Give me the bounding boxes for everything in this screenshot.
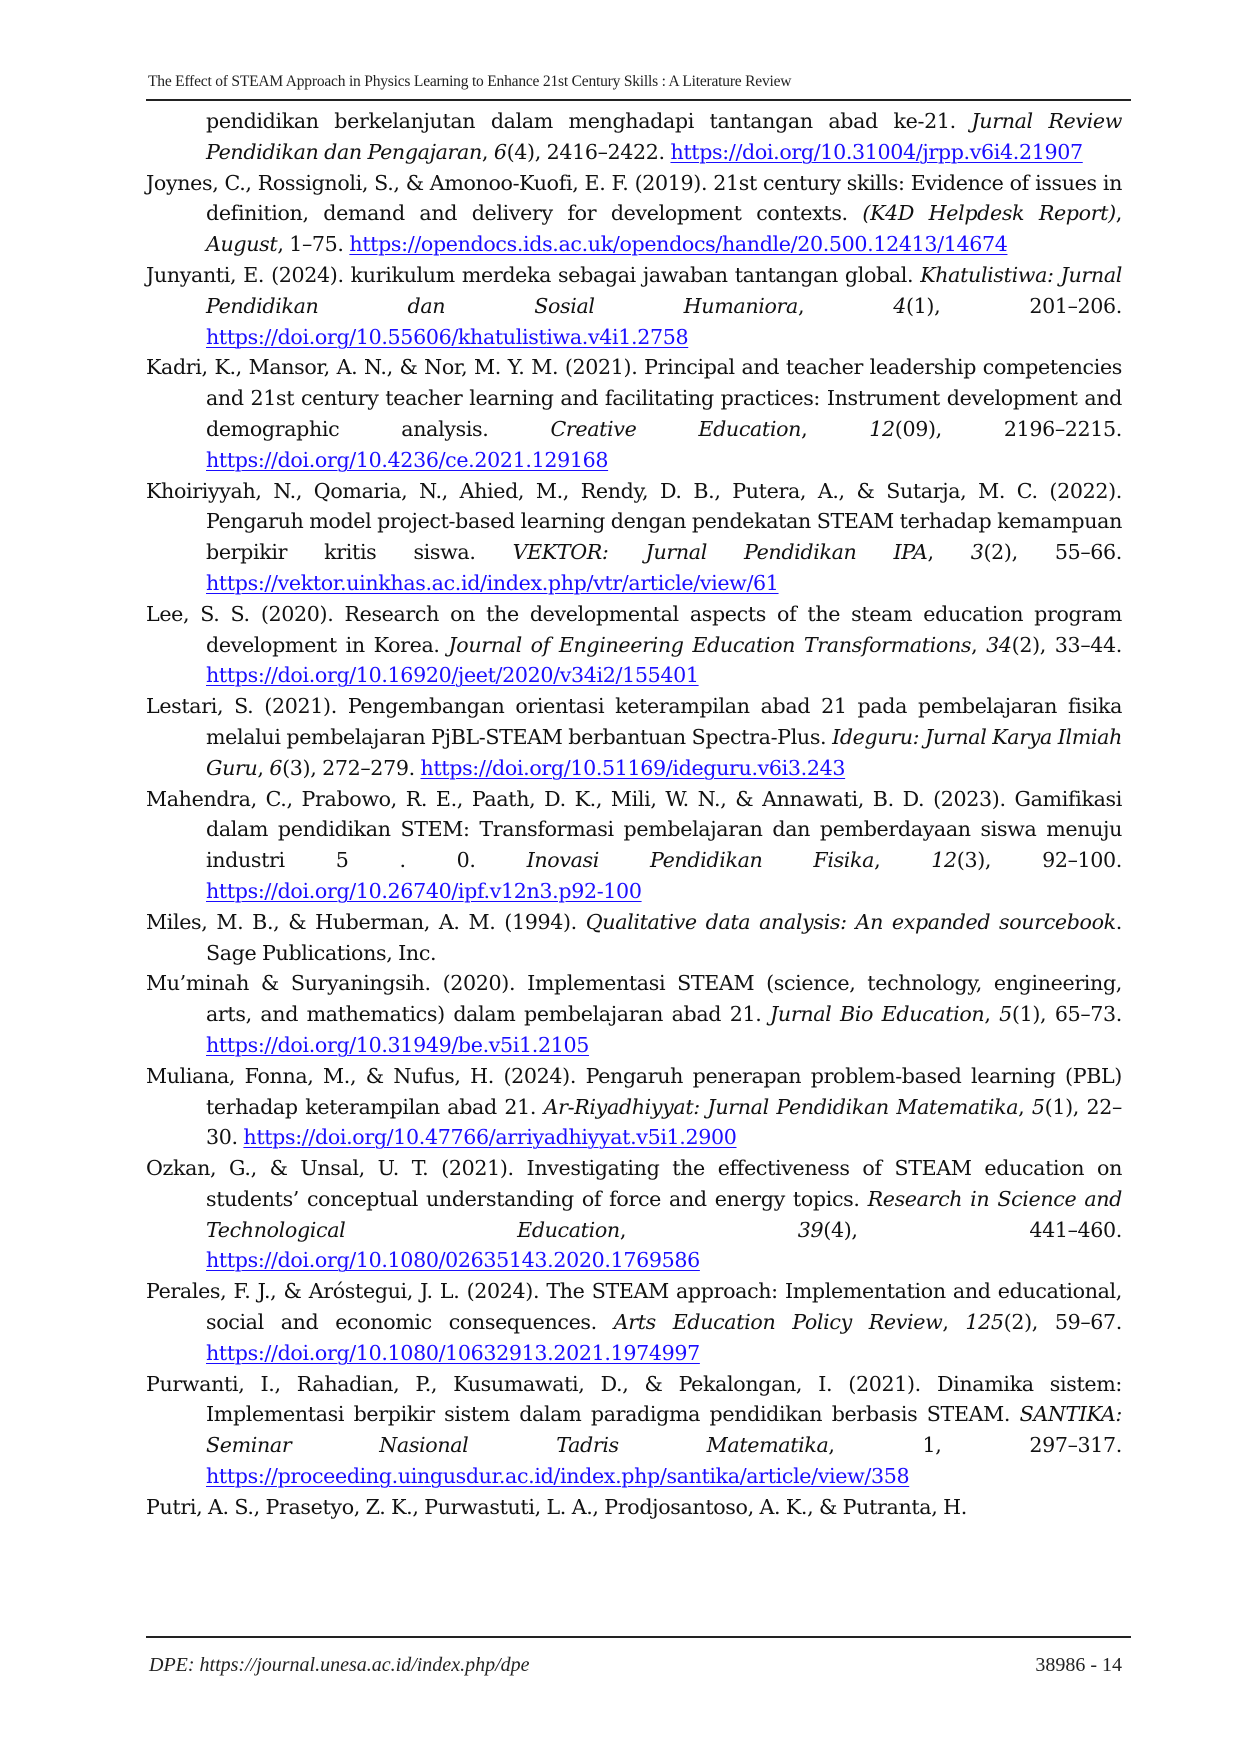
reference-entry: Lee, S. S. (2020). Research on the devel… [146,601,1122,688]
reference-entry: Miles, M. B., & Huberman, A. M. (1994). … [146,909,1122,965]
journal-title: Arts Education Policy Review [613,1310,943,1335]
header-divider [146,99,1131,101]
reference-entry: Kadri, K., Mansor, A. N., & Nor, M. Y. M… [146,355,1122,472]
doi-link[interactable]: https://doi.org/10.16920/jeet/2020/v34i2… [206,663,699,688]
page-number: 38986 - 14 [1035,1654,1122,1676]
journal-title: Ideguru: Jurnal Karya Ilmiah Guru [206,724,1123,780]
doi-link[interactable]: https://doi.org/10.1080/10632913.2021.19… [206,1340,700,1365]
journal-title: Ar-Riyadhiyyat: Jurnal Pendidikan Matema… [543,1094,1019,1119]
doi-link[interactable]: https://doi.org/10.51169/ideguru.v6i3.24… [420,755,846,780]
reference-entry: Mahendra, C., Prabowo, R. E., Paath, D. … [146,786,1122,903]
reference-entry: Putri, A. S., Prasetyo, Z. K., Purwastut… [146,1494,967,1519]
doi-link[interactable]: https://doi.org/10.1080/02635143.2020.17… [206,1248,700,1273]
reference-list: pendidikan berkelanjutan dalam menghadap… [146,106,1122,1523]
doi-link[interactable]: https://doi.org/10.26740/ipf.v12n3.p92-1… [206,878,642,903]
journal-title: Research in Science and Technological Ed… [206,1186,1122,1242]
reference-entry: Joynes, C., Rossignoli, S., & Amonoo-Kuo… [146,170,1122,257]
reference-entry: pendidikan berkelanjutan dalam menghadap… [206,109,1122,164]
journal-title: VEKTOR: Jurnal Pendidikan IPA [512,540,928,565]
footer-divider [146,1636,1131,1638]
reference-entry: Perales, F. J., & Aróstegui, J. L. (2024… [146,1279,1122,1365]
running-header: The Effect of STEAM Approach in Physics … [148,73,792,90]
reference-entry: Mu’minah & Suryaningsih. (2020). Impleme… [146,971,1122,1057]
doi-link[interactable]: https://opendocs.ids.ac.uk/opendocs/hand… [349,232,1008,257]
journal-title: Khatulistiwa: Jurnal Pendidikan dan Sosi… [206,262,1122,318]
reference-entry: Khoiriyyah, N., Qomaria, N., Ahied, M., … [146,478,1122,595]
doi-link[interactable]: https://doi.org/10.4236/ce.2021.129168 [206,447,609,472]
reference-entry: Muliana, Fonna, M., & Nufus, H. (2024). … [146,1063,1122,1150]
doi-link[interactable]: https://doi.org/10.31004/jrpp.v6i4.21907 [670,139,1083,164]
doi-link[interactable]: https://doi.org/10.55606/khatulistiwa.v4… [206,324,689,349]
journal-title: Jurnal Bio Education [770,1002,985,1027]
footer-journal-url: DPE: https://journal.unesa.ac.id/index.p… [149,1654,530,1676]
book-title: Qualitative data analysis: An expanded s… [585,909,1116,934]
url-link[interactable]: https://proceeding.uingusdur.ac.id/index… [206,1464,910,1489]
journal-title: SANTIKA: Seminar Nasional Tadris Matemat… [206,1402,1122,1458]
reference-entry: Junyanti, E. (2024). kurikulum merdeka s… [146,262,1122,349]
journal-title: Creative Education [550,416,802,441]
journal-title: (K4D Helpdesk Report) [862,201,1116,226]
reference-entry: Purwanti, I., Rahadian, P., Kusumawati, … [146,1371,1122,1489]
reference-entry: Lestari, S. (2021). Pengembangan orienta… [146,694,1123,780]
doi-link[interactable]: https://vektor.uinkhas.ac.id/index.php/v… [206,570,779,595]
doi-link[interactable]: https://doi.org/10.47766/arriyadhiyyat.v… [243,1125,737,1150]
journal-title: Jurnal Review Pendidikan dan Pengajaran [206,109,1122,164]
journal-title: Journal of Engineering Education Transfo… [448,632,972,657]
journal-title: Inovasi Pendidikan Fisika [526,848,875,873]
doi-link[interactable]: https://doi.org/10.31949/be.v5i1.2105 [206,1032,590,1057]
reference-entry: Ozkan, G., & Unsal, U. T. (2021). Invest… [146,1156,1123,1273]
